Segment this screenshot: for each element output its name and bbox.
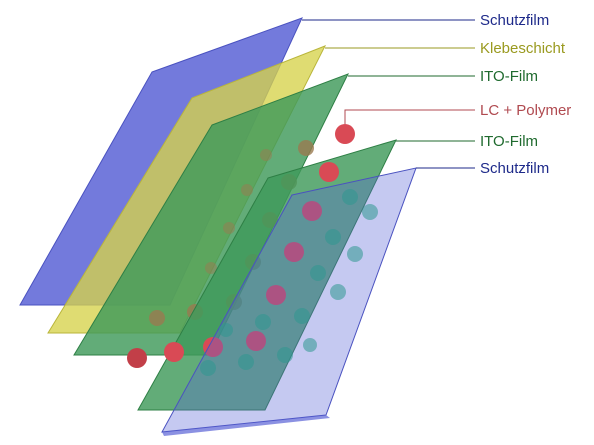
label-ito-film-lower: ITO-Film bbox=[480, 133, 538, 150]
protective-film-bottom-edge bbox=[162, 415, 330, 436]
label-protective-film-bottom: Schutzfilm bbox=[480, 160, 549, 177]
leader-line-4 bbox=[344, 109, 475, 124]
ito-film-lower bbox=[137, 139, 397, 411]
label-protective-film-top: Schutzfilm bbox=[480, 12, 549, 29]
lc-droplets-red bbox=[127, 124, 355, 368]
label-adhesive-layer: Klebeschicht bbox=[480, 40, 566, 57]
label-ito-film-upper: ITO-Film bbox=[480, 68, 538, 85]
lc-droplets-front bbox=[200, 189, 378, 376]
label-lc-polymer: LC + Polymer bbox=[480, 102, 571, 119]
